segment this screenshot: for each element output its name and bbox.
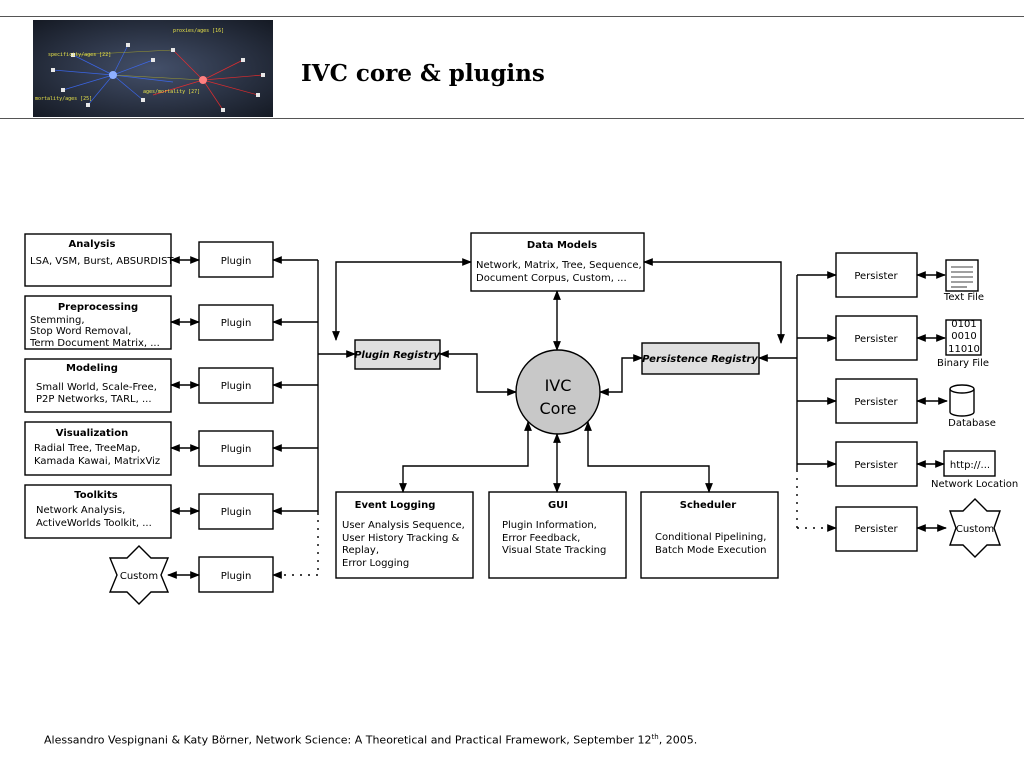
data-models-text: Network, Matrix, Tree, Sequence,	[476, 260, 642, 271]
binary-file-label: Binary File	[937, 358, 989, 369]
footer-superscript: th	[651, 733, 659, 741]
header-image-label: specificity/ages [22]	[48, 52, 111, 58]
persister-label: Persister	[854, 524, 898, 535]
footer-text-end: , 2005.	[658, 733, 698, 747]
event-logging-text: Replay,	[342, 545, 379, 556]
gui-text: Error Feedback,	[502, 533, 580, 544]
database-icon	[949, 384, 975, 417]
event-logging-title: Event Logging	[355, 500, 436, 511]
persister-label: Persister	[854, 397, 898, 408]
footer-text: Alessandro Vespignani & Katy Börner, Net…	[44, 733, 652, 747]
analysis-title: Analysis	[69, 239, 116, 250]
event-logging-text: Error Logging	[342, 558, 409, 569]
text-file-icon	[945, 259, 979, 292]
preprocessing-text: Stop Word Removal,	[30, 326, 131, 337]
custom-right-label: Custom	[956, 524, 994, 535]
footer-citation: Alessandro Vespignani & Katy Börner, Net…	[44, 733, 697, 747]
persister-label: Persister	[854, 271, 898, 282]
page-title: IVC core & plugins	[301, 60, 545, 87]
preprocessing-text: Term Document Matrix, ...	[29, 338, 160, 349]
header-top-rule	[0, 16, 1024, 17]
toolkits-text: Network Analysis,	[36, 505, 125, 516]
scheduler-text: Conditional Pipelining,	[655, 532, 766, 543]
gui-title: GUI	[548, 500, 568, 511]
preprocessing-title: Preprocessing	[58, 302, 138, 313]
gui-text: Plugin Information,	[502, 520, 597, 531]
network-location-label: Network Location	[931, 479, 1018, 490]
binary-digits: 0101	[951, 319, 976, 330]
header-image-label: ages/mortality [27]	[143, 89, 200, 95]
text-file-label: Text File	[943, 292, 984, 303]
visualization-text: Radial Tree, TreeMap,	[34, 443, 140, 454]
plugin-label: Plugin	[221, 318, 252, 329]
toolkits-title: Toolkits	[74, 490, 118, 501]
visualization-text: Kamada Kawai, MatrixViz	[34, 456, 160, 467]
network-visualization-image: mortality/ages [25] ages/mortality [27] …	[33, 20, 273, 117]
data-models-text: Document Corpus, Custom, ...	[476, 273, 627, 284]
plugin-label: Plugin	[221, 444, 252, 455]
analysis-text: LSA, VSM, Burst, ABSURDIST	[30, 256, 174, 267]
event-logging-text: User History Tracking &	[342, 533, 460, 544]
modeling-title: Modeling	[66, 363, 118, 374]
network-location-url: http://...	[950, 460, 990, 471]
persistence-registry-label: Persistence Registry	[642, 354, 758, 365]
custom-left-label: Custom	[120, 571, 158, 582]
toolkits-text: ActiveWorlds Toolkit, ...	[36, 518, 152, 529]
binary-digits: 0010	[951, 331, 976, 342]
plugin-label: Plugin	[221, 571, 252, 582]
modeling-text: P2P Networks, TARL, ...	[36, 394, 152, 405]
gui-text: Visual State Tracking	[502, 545, 606, 556]
core-label-line2: Core	[539, 399, 576, 418]
plugin-label: Plugin	[221, 381, 252, 392]
scheduler-title: Scheduler	[680, 500, 737, 511]
scheduler-text: Batch Mode Execution	[655, 545, 766, 556]
event-logging-text: User Analysis Sequence,	[342, 520, 465, 531]
preprocessing-text: Stemming,	[30, 315, 85, 326]
modeling-text: Small World, Scale-Free,	[36, 382, 157, 393]
core-label-line1: IVC	[545, 376, 572, 395]
data-models-title: Data Models	[527, 240, 597, 251]
plugin-registry-label: Plugin Registry	[354, 350, 440, 361]
header-image-label: proxies/ages [16]	[173, 28, 224, 34]
custom-right-star	[949, 498, 1001, 558]
persister-label: Persister	[854, 334, 898, 345]
binary-file-icon	[945, 319, 982, 356]
persister-label: Persister	[854, 460, 898, 471]
visualization-title: Visualization	[56, 428, 128, 439]
plugin-label: Plugin	[221, 507, 252, 518]
binary-digits: 11010	[948, 344, 980, 355]
header-image-label: mortality/ages [25]	[35, 96, 92, 102]
custom-left-star	[108, 545, 170, 605]
network-location-icon	[943, 450, 996, 477]
database-label: Database	[948, 418, 996, 429]
header-bottom-rule	[0, 118, 1024, 119]
persistence-registry-box	[641, 342, 760, 375]
plugin-label: Plugin	[221, 256, 252, 267]
